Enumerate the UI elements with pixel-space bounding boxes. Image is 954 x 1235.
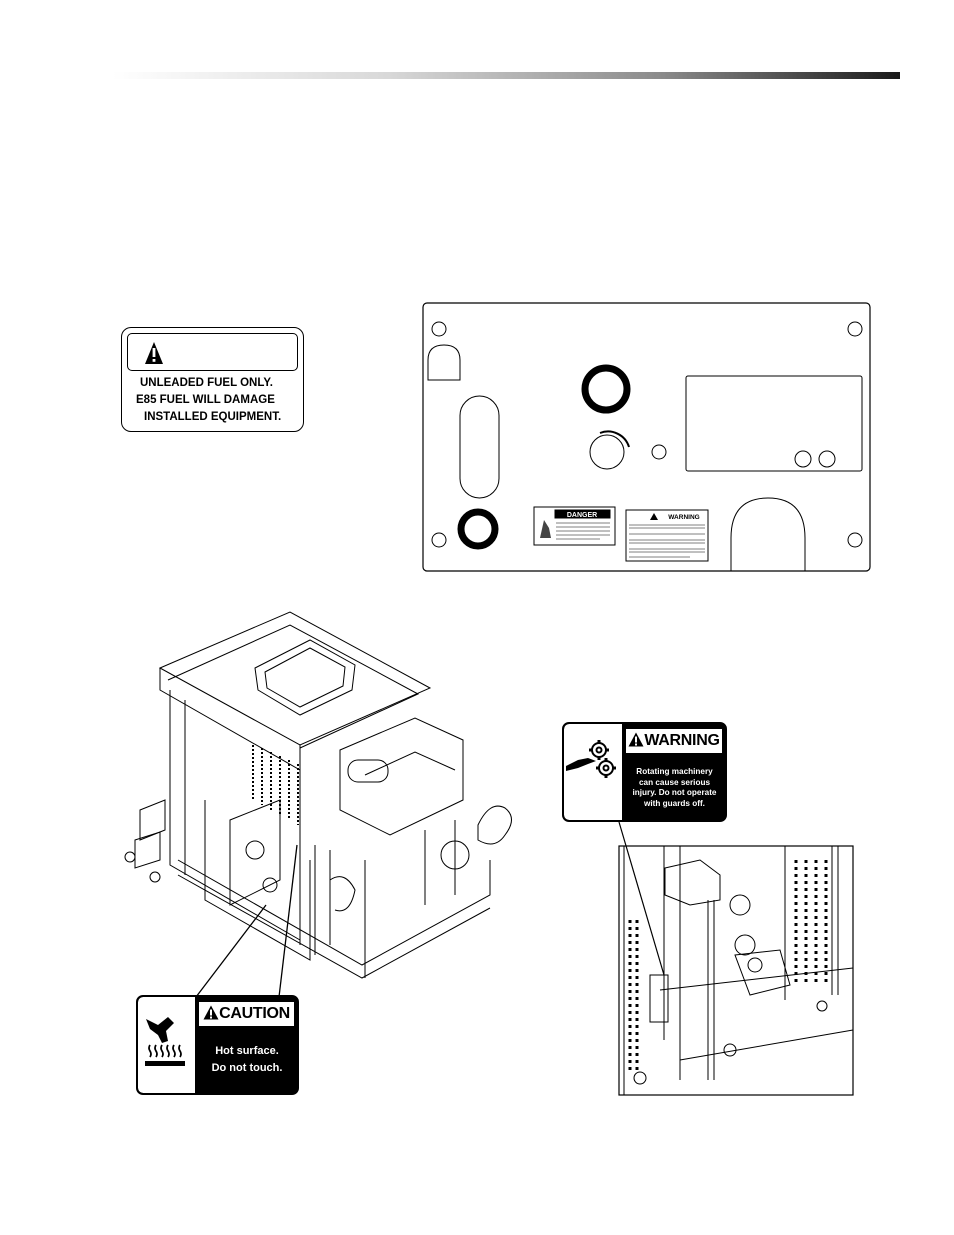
caution-pictogram-panel <box>138 997 195 1093</box>
warning-pictogram-panel <box>564 724 622 820</box>
panel-danger-text: DANGER <box>567 512 597 519</box>
warning-body: Rotating machinery can cause serious inj… <box>624 767 725 809</box>
panel-warning-decal: WARNING <box>629 513 705 557</box>
generator-unit-drawing <box>125 612 512 978</box>
warning-line-1: Rotating machinery <box>624 767 725 778</box>
caution-title-bar: CAUTION <box>199 1002 294 1026</box>
warning-line-4: with guards off. <box>624 799 725 810</box>
warning-triangle-icon <box>628 732 644 747</box>
rotating-gears-hand-icon <box>564 724 622 820</box>
caution-line-1: Hot surface. <box>197 1043 297 1060</box>
exclamation-icon <box>144 341 164 365</box>
detail-inset-drawing <box>619 846 853 1095</box>
rotating-machinery-warning-decal: WARNING Rotating machinery can cause ser… <box>562 722 727 822</box>
fuel-warning-decal: UNLEADED FUEL ONLY. E85 FUEL WILL DAMAGE… <box>121 327 304 432</box>
caution-body: Hot surface. Do not touch. <box>197 1043 297 1077</box>
fuel-decal-line-1: UNLEADED FUEL ONLY. <box>136 375 303 392</box>
control-panel-drawing <box>423 303 870 571</box>
hot-surface-hand-icon <box>138 997 195 1093</box>
fuel-decal-header <box>127 333 298 371</box>
caution-title: CAUTION <box>219 1005 290 1022</box>
fuel-decal-line-2: E85 FUEL WILL DAMAGE <box>136 392 303 409</box>
warning-title-bar: WARNING <box>626 729 722 753</box>
caution-triangle-icon <box>203 1005 219 1020</box>
fuel-decal-line-3: INSTALLED EQUIPMENT. <box>136 409 303 426</box>
warning-leader-line <box>619 822 664 975</box>
hot-surface-caution-decal: CAUTION Hot surface. Do not touch. <box>136 995 299 1095</box>
warning-title: WARNING <box>644 732 719 749</box>
caution-line-2: Do not touch. <box>197 1060 297 1077</box>
caution-leader-lines <box>196 845 297 997</box>
panel-warning-text: WARNING <box>668 514 699 521</box>
warning-line-2: can cause serious <box>624 778 725 789</box>
warning-line-3: injury. Do not operate <box>624 788 725 799</box>
